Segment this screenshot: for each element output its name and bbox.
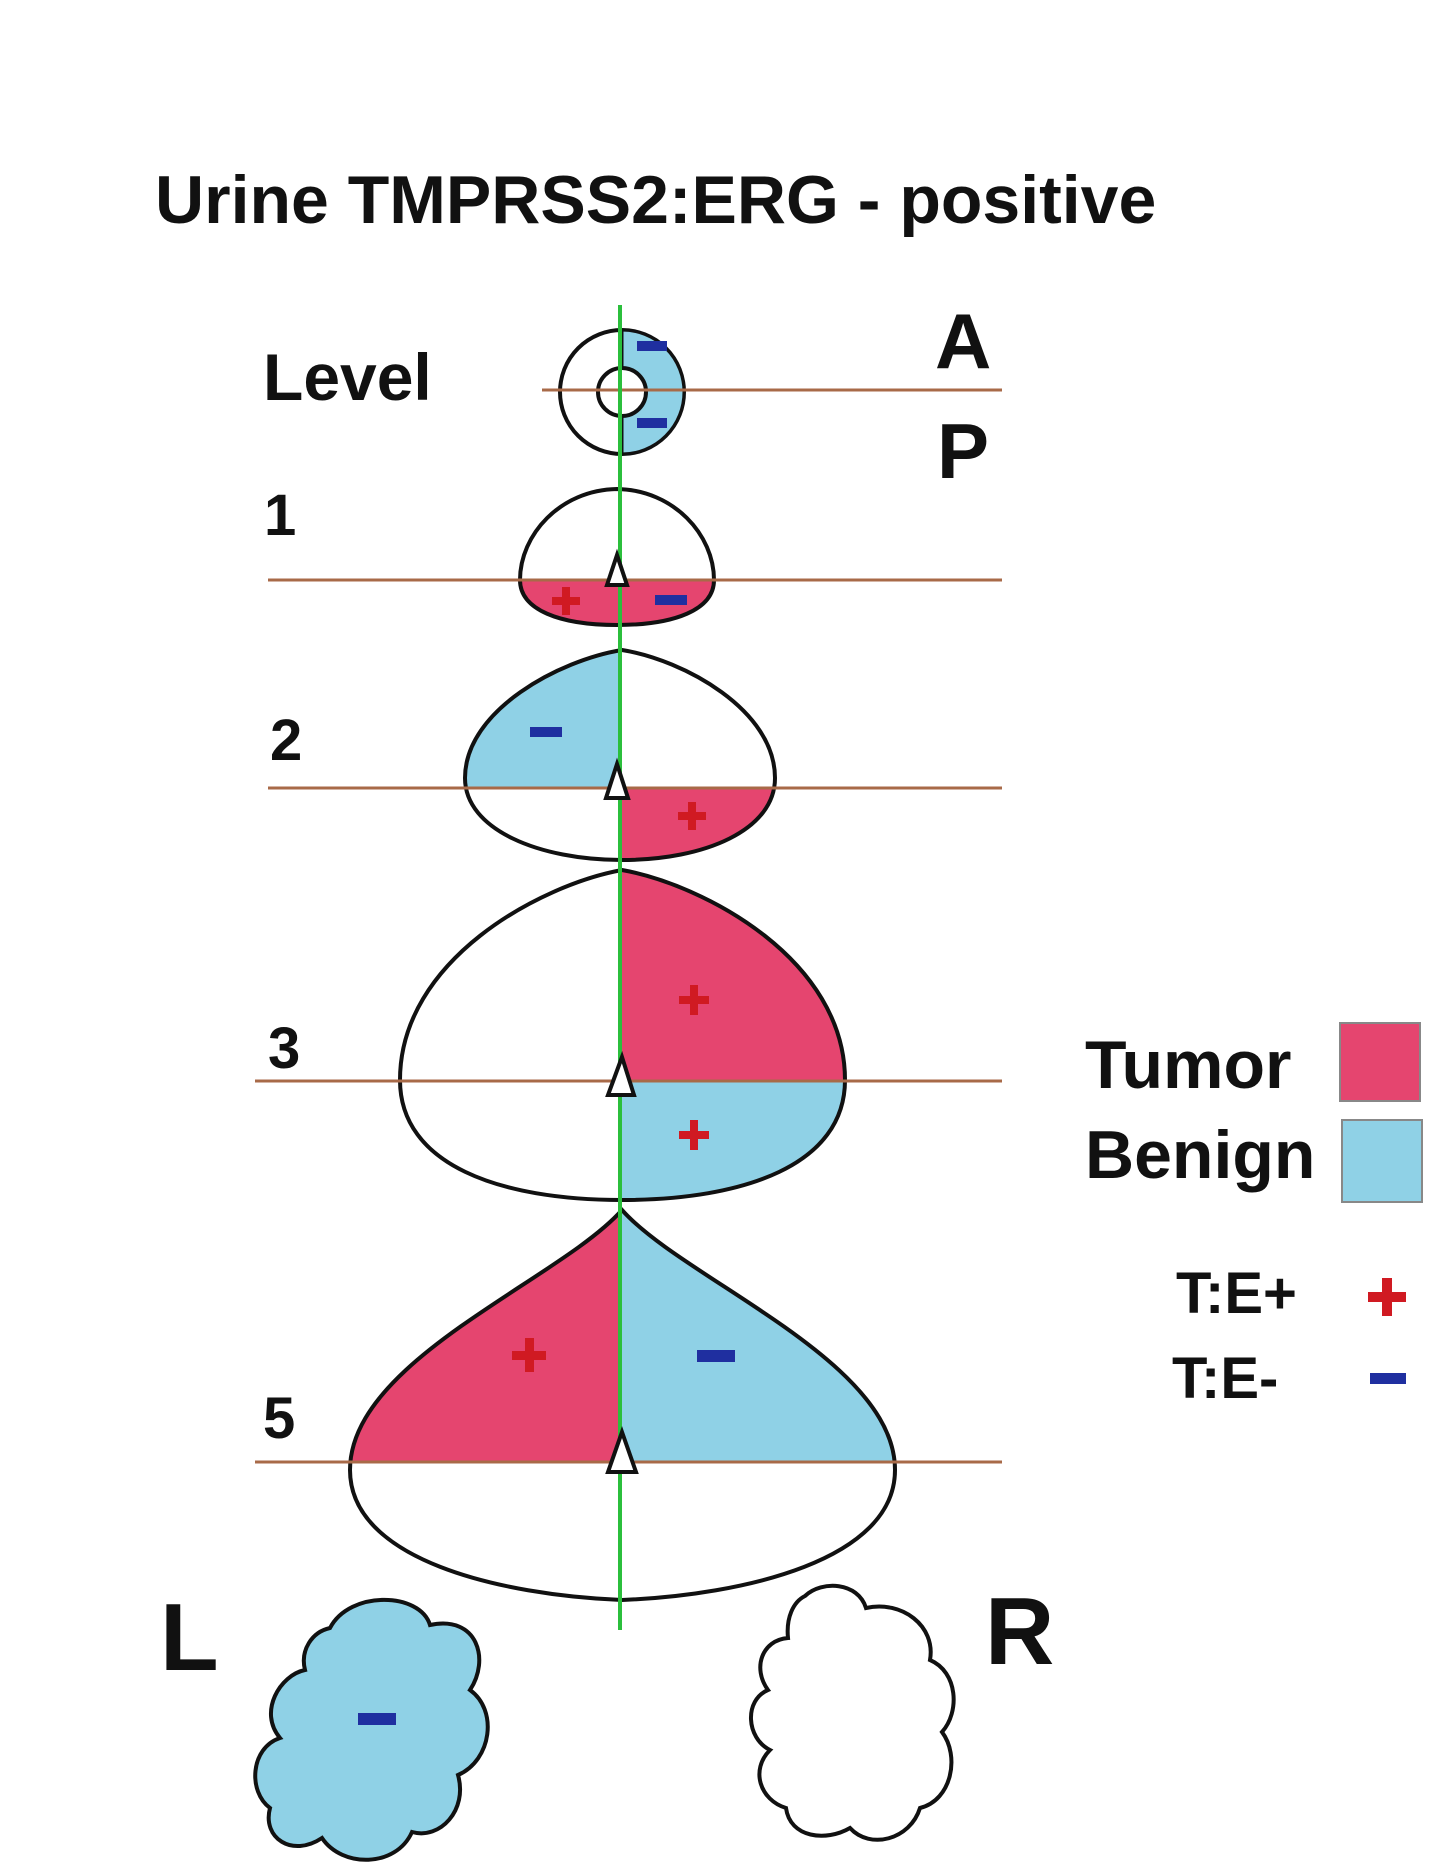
plus-sign [552, 587, 580, 615]
legend-benign-label: Benign [1085, 1117, 1315, 1193]
urethra-marker-icon [604, 548, 630, 587]
level-1-section [517, 486, 717, 628]
right-seminal-vesicle-outline [749, 1583, 956, 1842]
benign-region [622, 1210, 895, 1462]
anterior-label: A [935, 297, 991, 385]
level-1-label: 1 [264, 483, 296, 548]
legend-benign-swatch [1341, 1119, 1423, 1203]
minus-sign [358, 1713, 396, 1725]
legend-tumor-swatch [1339, 1022, 1421, 1102]
level-heading: Level [263, 340, 432, 414]
left-seminal-vesicle-outline [253, 1598, 490, 1862]
urethra-marker-icon [603, 757, 631, 800]
tumor-region [350, 1210, 622, 1462]
plus-sign [679, 985, 709, 1015]
plus-sign [1368, 1278, 1406, 1316]
plus-sign [512, 1338, 546, 1372]
legend-te-negative-label: T:E- [1172, 1346, 1278, 1411]
left-seminal-vesicle [253, 1598, 490, 1862]
benign-region [622, 1081, 845, 1200]
minus-sign [637, 418, 667, 428]
tumor-region [622, 788, 775, 860]
diagram-title: Urine TMPRSS2:ERG - positive [155, 162, 1156, 238]
posterior-label: P [937, 407, 989, 495]
legend: Tumor Benign T:E+ T:E- [1085, 1022, 1423, 1411]
minus-sign [637, 341, 667, 351]
urethra-marker-icon [605, 1425, 639, 1474]
right-side-label: R [985, 1578, 1054, 1685]
level-2-section [462, 647, 778, 863]
level-2-label: 2 [270, 708, 302, 773]
minus-sign [697, 1350, 735, 1362]
minus-sign [530, 727, 562, 737]
minus-sign [655, 595, 687, 605]
level-1-outline [517, 486, 717, 628]
level-5-label: 5 [263, 1386, 295, 1451]
plus-sign [678, 802, 706, 830]
level-3-section [397, 867, 848, 1203]
urethra-marker-icon [605, 1050, 637, 1097]
legend-tumor-label: Tumor [1085, 1027, 1292, 1103]
plus-sign [679, 1120, 709, 1150]
left-side-label: L [160, 1584, 219, 1691]
legend-te-positive-label: T:E+ [1176, 1261, 1297, 1326]
tumor-region [622, 870, 845, 1081]
minus-sign [1370, 1373, 1406, 1384]
right-seminal-vesicle [749, 1583, 956, 1842]
level-3-label: 3 [268, 1016, 300, 1081]
